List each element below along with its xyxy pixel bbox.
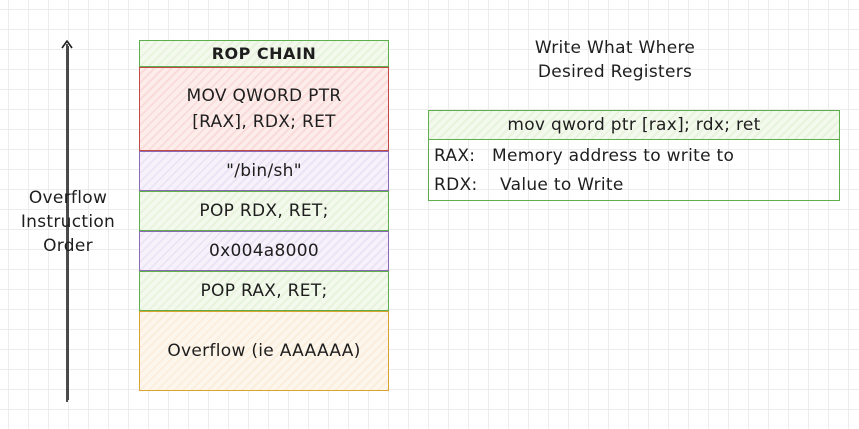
write-what-where-title: Write What Where Desired Registers [460,36,770,84]
stack-block-text: MOV QWORD PTR [186,86,342,106]
stack-block-text: [RAX], RDX; RET [192,112,336,132]
stack-block-pop-rax: POP RAX, RET; [139,271,389,311]
register-name: RDX: [434,175,478,195]
register-name: RAX: [434,146,476,166]
left-label-line: Overflow [28,188,108,208]
stack-block-text: POP RAX, RET; [200,281,328,301]
register-row-rdx: RDX: Value to Write [434,173,624,197]
stack-block-text: Overflow (ie AAAAAA) [167,341,361,361]
stack-block-pop-rdx: POP RDX, RET; [139,191,389,231]
stack-block-mov-qword: MOV QWORD PTR [RAX], RDX; RET [139,67,389,151]
stack-block-overflow: Overflow (ie AAAAAA) [139,311,389,391]
stack-block-address: 0x004a8000 [139,231,389,271]
left-label-line: Order [43,236,93,256]
stack-block-text: "/bin/sh" [226,161,302,181]
wwd-title-line: Desired Registers [537,62,693,82]
gadget-text: mov qword ptr [rax]; rdx; ret [507,115,761,135]
stack-block-bin-sh: "/bin/sh" [139,151,389,191]
stack-block-text: 0x004a8000 [208,241,319,261]
left-label-line: Instruction [20,212,116,232]
wwd-title-line: Write What Where [534,38,696,58]
rop-chain-title: ROP CHAIN [211,43,317,63]
rop-chain-header: ROP CHAIN [139,40,389,67]
register-desc: Value to Write [500,175,624,195]
gadget-header: mov qword ptr [rax]; rdx; ret [428,110,840,140]
overflow-instruction-order-label: Overflow Instruction Order [8,186,128,258]
register-row-rax: RAX: Memory address to write to [434,144,734,168]
stack-block-text: POP RDX, RET; [199,201,329,221]
register-desc: Memory address to write to [492,146,735,166]
